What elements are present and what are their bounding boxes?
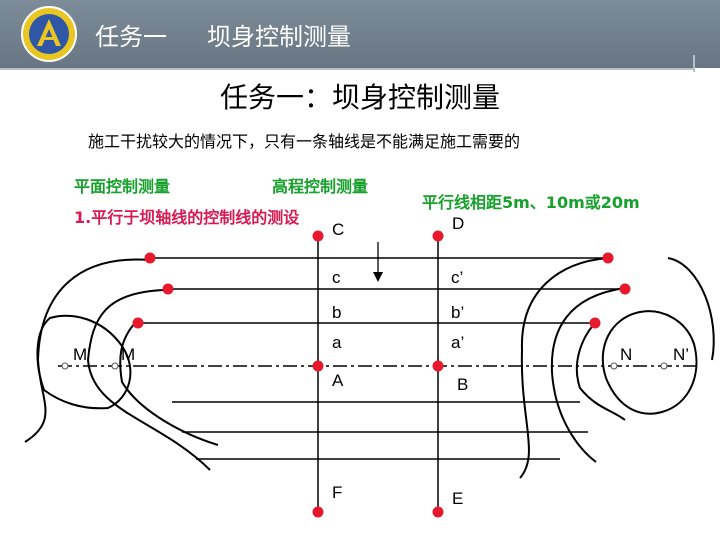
label-N-prime: N’ xyxy=(673,345,689,364)
label-N: N xyxy=(620,345,632,364)
header-title: 任务一 坝身控制测量 xyxy=(95,17,351,52)
red-markers xyxy=(132,230,631,518)
marker-C xyxy=(312,230,324,242)
down-arrow-icon xyxy=(373,242,383,282)
label-b-prime: b’ xyxy=(451,303,464,322)
intro-text: 施工干扰较大的情况下，只有一条轴线是不能满足施工需要的 xyxy=(88,132,521,151)
marker-left-3 xyxy=(132,317,144,329)
marker-right-3 xyxy=(589,317,601,329)
header-title-task: 任务一 xyxy=(95,23,167,51)
label-b: b xyxy=(332,303,341,322)
left-contour-inner xyxy=(119,322,219,446)
left-hill xyxy=(36,314,132,410)
marker-right-1 xyxy=(602,252,614,264)
marker-B xyxy=(432,360,444,372)
point-M xyxy=(111,362,119,370)
marker-left-2 xyxy=(162,283,174,295)
label-C: C xyxy=(332,220,344,239)
label-D: D xyxy=(452,214,464,233)
right-contour-middle xyxy=(550,287,626,463)
right-hill xyxy=(601,310,698,415)
point-M-prime xyxy=(61,362,69,370)
university-logo-icon xyxy=(21,6,77,62)
label-E: E xyxy=(452,489,463,508)
plane-control-label: 平面控制测量 xyxy=(74,177,171,196)
left-contours xyxy=(24,258,219,471)
header-divider xyxy=(0,68,694,70)
right-contour-edge xyxy=(667,257,715,361)
right-contour-inner xyxy=(575,322,626,421)
label-a: a xyxy=(332,333,342,352)
right-contours xyxy=(519,257,715,479)
point-N-prime xyxy=(660,362,668,370)
label-F: F xyxy=(332,483,342,502)
label-M-prime: M’ xyxy=(73,345,91,364)
marker-F xyxy=(312,506,324,518)
left-contour-outer xyxy=(24,258,151,443)
step1-label: 1.平行于坝轴线的控制线的测设 xyxy=(74,208,300,227)
control-lines xyxy=(138,257,625,460)
page-title: 任务一：坝身控制测量 xyxy=(219,81,500,114)
spacing-label: 平行线相距5m、10m或20m xyxy=(422,193,640,212)
point-N xyxy=(610,362,618,370)
axis-end-points xyxy=(61,362,668,370)
header-divider-tick xyxy=(693,55,695,72)
marker-E xyxy=(432,506,444,518)
marker-right-2 xyxy=(619,283,631,295)
label-c: c xyxy=(332,268,341,287)
header-title-topic: 坝身控制测量 xyxy=(207,23,351,51)
label-A: A xyxy=(332,371,344,390)
label-c-prime: c’ xyxy=(451,268,463,287)
label-a-prime: a’ xyxy=(451,333,464,352)
label-M: M xyxy=(121,345,135,364)
label-B: B xyxy=(457,375,468,394)
marker-left-1 xyxy=(144,252,156,264)
marker-D xyxy=(432,230,444,242)
marker-A xyxy=(312,360,324,372)
elevation-control-label: 高程控制测量 xyxy=(272,177,369,196)
slide-header: 任务一 坝身控制测量 xyxy=(0,0,720,68)
left-contour-middle xyxy=(86,289,211,471)
right-contour-outer xyxy=(519,257,609,479)
